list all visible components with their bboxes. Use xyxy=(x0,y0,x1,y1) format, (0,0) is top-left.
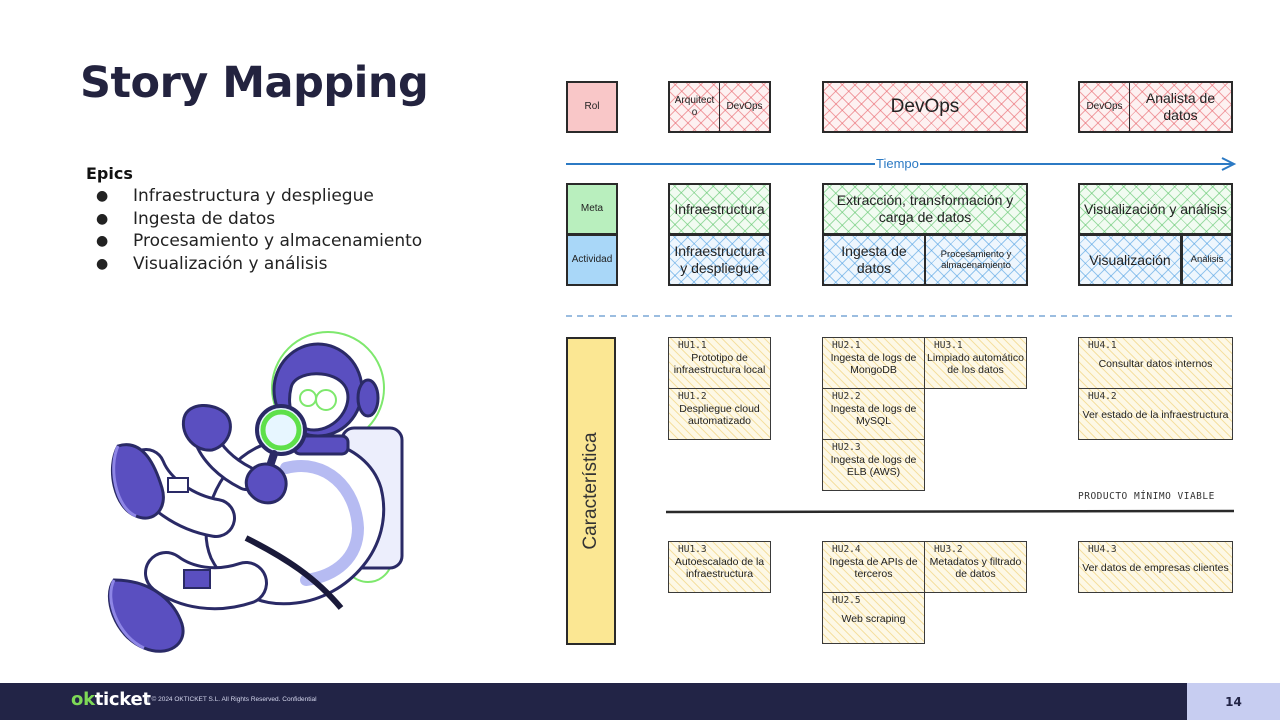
story-code: HU2.2 xyxy=(832,391,861,402)
story-text: Ingesta de logs de MongoDB xyxy=(830,352,917,377)
timeline-label: Tiempo xyxy=(875,156,920,171)
story-code: HU4.3 xyxy=(1088,544,1117,555)
mvp-line xyxy=(665,509,1235,514)
epic-item: ● Infraestructura y despliegue xyxy=(86,185,422,208)
dashed-separator xyxy=(566,315,1234,317)
story-card: HU1.3 Autoescalado de la infraestructura xyxy=(668,541,771,593)
story-text: Ingesta de logs de ELB (AWS) xyxy=(830,454,917,479)
story-code: HU2.1 xyxy=(832,340,861,351)
epic-item: ● Visualización y análisis xyxy=(86,253,422,276)
page-number: 14 xyxy=(1187,683,1280,720)
row-label-actividad: Actividad xyxy=(566,234,618,286)
bullet-icon: ● xyxy=(96,255,109,272)
story-text: Ver estado de la infraestructura xyxy=(1082,409,1229,421)
story-card: HU3.2 Metadatos y filtrado de datos xyxy=(924,541,1027,593)
story-text: Consultar datos internos xyxy=(1098,358,1213,370)
story-card: HU1.1 Prototipo de infraestructura local xyxy=(668,337,771,389)
bullet-icon: ● xyxy=(96,188,109,204)
story-code: HU4.2 xyxy=(1088,391,1117,402)
story-text: Prototipo de infraestructura local xyxy=(673,352,766,377)
story-text: Limpiado automático de los datos xyxy=(927,352,1024,377)
epics-heading: Epics xyxy=(86,164,133,183)
story-card: HU4.3 Ver datos de empresas clientes xyxy=(1078,541,1233,593)
story-code: HU2.5 xyxy=(832,595,861,606)
story-card: HU3.1 Limpiado automático de los datos xyxy=(924,337,1027,389)
epic-label: Infraestructura y despliegue xyxy=(133,186,374,206)
story-code: HU3.1 xyxy=(934,340,963,351)
epics-list: Epics ● Infraestructura y despliegue ● Ing… xyxy=(86,164,422,275)
brand-logo: okticket xyxy=(71,689,151,710)
copyright-text: | © 2024 OKTICKET S.L. All Rights Reserv… xyxy=(148,696,317,703)
story-text: Ingesta de APIs de terceros xyxy=(829,556,918,581)
epic-label: Procesamiento y almacenamiento xyxy=(133,231,423,252)
role-devops: DevOps xyxy=(822,81,1028,133)
story-card: HU2.5 Web scraping xyxy=(822,592,925,644)
story-code: HU2.3 xyxy=(832,442,861,453)
epic-label: Ingesta de datos xyxy=(133,208,276,229)
role-analista: Analista de datos xyxy=(1129,81,1233,133)
story-card: HU4.1 Consultar datos internos xyxy=(1078,337,1233,389)
brand-ok: ok xyxy=(71,689,95,710)
footer: okticket | © 2024 OKTICKET S.L. All Righ… xyxy=(0,683,1280,720)
caracteristica-label: Característica xyxy=(580,432,601,550)
story-card: HU4.2 Ver estado de la infraestructura xyxy=(1078,388,1233,440)
epic-label: Visualización y análisis xyxy=(133,253,328,274)
story-card: HU2.1 Ingesta de logs de MongoDB xyxy=(822,337,925,389)
story-text: Autoescalado de la infraestructura xyxy=(674,556,765,581)
role-devops: DevOps xyxy=(719,81,771,133)
actividad-visualizacion: Visualización xyxy=(1078,234,1182,286)
row-label-meta: Meta xyxy=(566,183,618,235)
story-code: HU2.4 xyxy=(832,544,861,555)
role-devops: DevOps xyxy=(1078,81,1130,133)
story-card: HU1.2 Despliegue cloud automatizado xyxy=(668,388,771,440)
slide-title: Story Mapping xyxy=(80,58,429,108)
row-label-rol: Rol xyxy=(566,81,618,133)
story-card: HU2.3 Ingesta de logs de ELB (AWS) xyxy=(822,439,925,491)
role-arquitecto: Arquitect o xyxy=(668,81,720,133)
meta-visualizacion: Visualización y análisis xyxy=(1078,183,1233,235)
actividad-ingesta: Ingesta de datos xyxy=(822,234,926,286)
bullet-icon: ● xyxy=(96,233,109,250)
mvp-label: PRODUCTO MÍNIMO VIABLE xyxy=(1078,491,1215,502)
story-text: Ingesta de logs de MySQL xyxy=(830,403,917,428)
actividad-analisis: Análisis xyxy=(1181,234,1233,286)
story-text: Web scraping xyxy=(841,613,906,625)
story-text: Ver datos de empresas clientes xyxy=(1082,562,1229,574)
row-label-caracteristica: Característica xyxy=(566,337,616,645)
epic-item: ● Ingesta de datos xyxy=(86,208,422,231)
story-card: HU2.4 Ingesta de APIs de terceros xyxy=(822,541,925,593)
brand-rest: ticket xyxy=(94,689,151,710)
meta-infraestructura: Infraestructura xyxy=(668,183,771,235)
epic-item: ● Procesamiento y almacenamiento xyxy=(86,230,422,253)
meta-etl: Extracción, transformación y carga de da… xyxy=(822,183,1028,235)
bullet-icon: ● xyxy=(96,210,109,227)
story-code: HU3.2 xyxy=(934,544,963,555)
story-code: HU1.1 xyxy=(678,340,707,351)
story-code: HU1.3 xyxy=(678,544,707,555)
story-text: Despliegue cloud automatizado xyxy=(679,403,760,428)
story-code: HU4.1 xyxy=(1088,340,1117,351)
story-text: Metadatos y filtrado de datos xyxy=(929,556,1022,581)
story-card: HU2.2 Ingesta de logs de MySQL xyxy=(822,388,925,440)
actividad-procesamiento: Procesamiento y almacenamiento xyxy=(924,234,1028,286)
actividad-infraestructura: Infraestructura y despliegue xyxy=(668,234,771,286)
story-code: HU1.2 xyxy=(678,391,707,402)
astronaut-illustration xyxy=(108,331,404,653)
